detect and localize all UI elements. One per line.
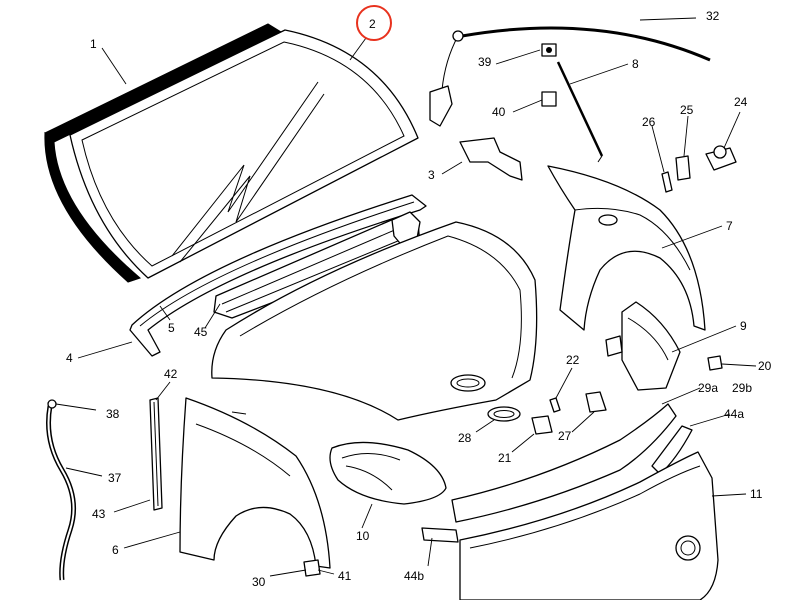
callout-1: 1 bbox=[90, 37, 97, 51]
callout-2: 2 bbox=[369, 17, 376, 31]
callout-9: 9 bbox=[740, 319, 747, 333]
clip-30-41 bbox=[303, 559, 321, 577]
callout-3: 3 bbox=[428, 168, 435, 182]
callout-41: 41 bbox=[338, 569, 352, 583]
drain-hose bbox=[46, 399, 77, 581]
screw-26 bbox=[661, 171, 673, 193]
callout-20: 20 bbox=[758, 359, 772, 373]
callout-26: 26 bbox=[642, 115, 656, 129]
windshield-glass bbox=[69, 29, 419, 279]
a-pillar-seal bbox=[149, 397, 163, 511]
callout-6: 6 bbox=[112, 543, 119, 557]
prop-rod bbox=[556, 61, 604, 163]
right-headlamp bbox=[605, 301, 681, 391]
bracket-27 bbox=[585, 391, 607, 413]
callout-30: 30 bbox=[252, 575, 266, 589]
callout-21: 21 bbox=[498, 451, 512, 465]
clip-21 bbox=[531, 415, 553, 435]
callout-5: 5 bbox=[168, 321, 175, 335]
callout-24: 24 bbox=[734, 95, 748, 109]
hood-panel bbox=[211, 221, 538, 421]
clip-39 bbox=[541, 43, 557, 57]
emblem-28 bbox=[487, 406, 521, 422]
callout-32: 32 bbox=[706, 9, 720, 23]
right-fender bbox=[547, 165, 706, 331]
left-headlamp bbox=[329, 441, 447, 505]
front-bumper bbox=[459, 451, 719, 601]
clip-22 bbox=[549, 397, 561, 413]
callout-25: 25 bbox=[680, 103, 694, 117]
callout-22: 22 bbox=[566, 353, 580, 367]
callout-28: 28 bbox=[458, 431, 472, 445]
clip-20 bbox=[707, 355, 723, 371]
highlight-ring bbox=[356, 5, 392, 41]
grommet-24 bbox=[705, 145, 737, 171]
callout-43: 43 bbox=[92, 507, 106, 521]
clip-40 bbox=[541, 91, 557, 107]
callout-27: 27 bbox=[558, 429, 572, 443]
callout-labels: 1 2 3 4 5 6 7 8 9 10 11 20 21 22 24 25 2… bbox=[66, 9, 772, 589]
cowl-seal-strip bbox=[129, 194, 427, 357]
callout-44a: 44a bbox=[724, 407, 744, 421]
callout-37: 37 bbox=[108, 471, 122, 485]
callout-10: 10 bbox=[356, 529, 370, 543]
callout-39: 39 bbox=[478, 55, 492, 69]
leader-lines bbox=[55, 17, 757, 577]
callout-42: 42 bbox=[164, 367, 178, 381]
callout-29a: 29a bbox=[698, 381, 718, 395]
callout-45: 45 bbox=[194, 325, 208, 339]
callout-11: 11 bbox=[750, 487, 763, 501]
callout-4: 4 bbox=[66, 351, 73, 365]
callout-29b: 29b bbox=[732, 381, 752, 395]
callout-7: 7 bbox=[726, 219, 733, 233]
callout-8: 8 bbox=[632, 57, 639, 71]
hood-hinge bbox=[429, 85, 523, 181]
left-fender bbox=[179, 397, 331, 569]
bracket-25 bbox=[675, 155, 691, 181]
bumper-lower-strip bbox=[421, 527, 459, 543]
callout-40: 40 bbox=[492, 105, 506, 119]
callout-38: 38 bbox=[106, 407, 120, 421]
callout-44b: 44b bbox=[404, 569, 424, 583]
